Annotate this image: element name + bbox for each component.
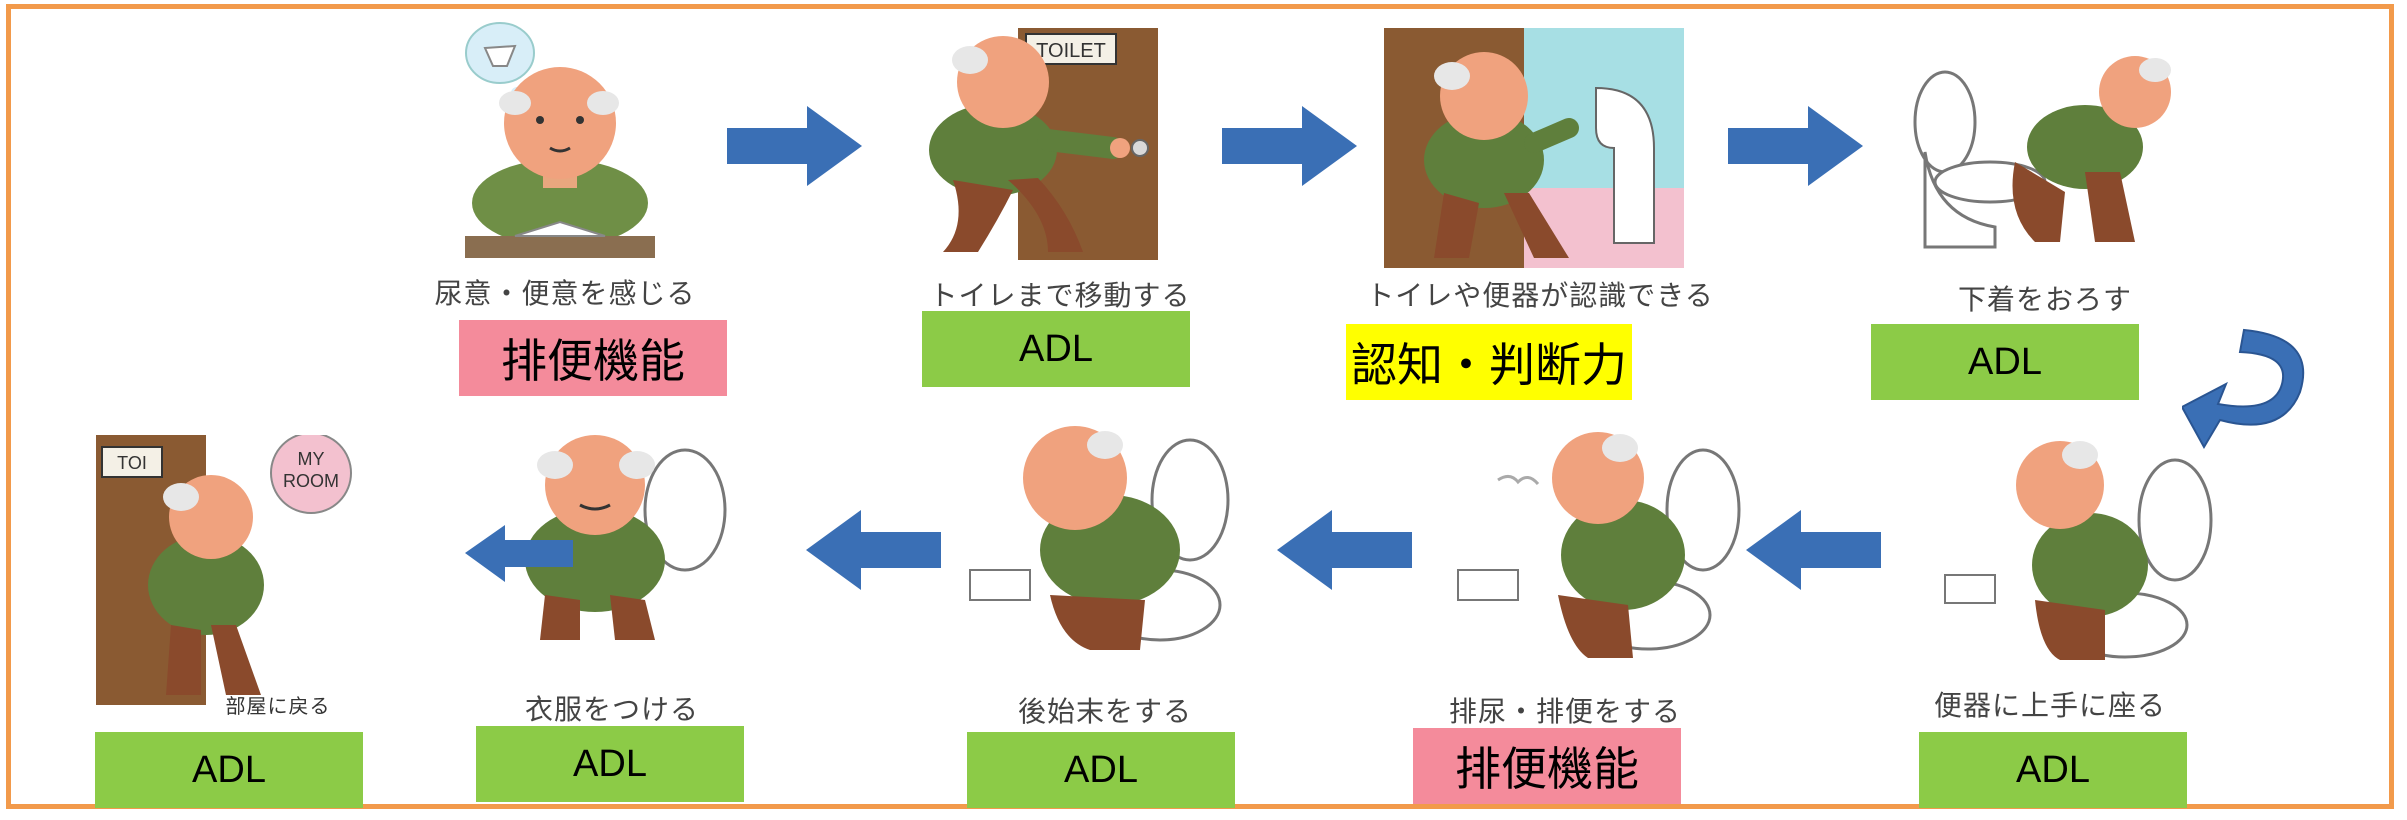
my-room-text-2: ROOM xyxy=(283,471,339,491)
badge-adl: ADL xyxy=(922,311,1190,387)
scene-put-on-clothes xyxy=(465,435,727,640)
my-room-text-1: MY xyxy=(298,449,325,469)
toilet-door-sign: TOILET xyxy=(1036,40,1106,62)
step-caption: 部屋に戻る xyxy=(225,696,331,718)
badge-adl: ADL xyxy=(476,726,744,802)
step-caption: 便器に上手に座る xyxy=(1933,690,2166,721)
badge-adl: ADL xyxy=(1919,732,2187,808)
scene-feel-urge xyxy=(465,22,655,258)
badge-function: 排便機能 xyxy=(1413,728,1681,804)
arrow-right-2 xyxy=(1222,106,1357,186)
badge-adl: ADL xyxy=(1871,324,2139,400)
scene-return-to-room: TOI MY ROOM xyxy=(96,435,352,705)
badge-adl: ADL xyxy=(967,732,1235,808)
step-caption: 尿意・便意を感じる xyxy=(434,278,696,309)
arrow-left-3 xyxy=(1746,510,1881,590)
scene-excrete xyxy=(1457,432,1741,658)
scene-sit-on-toilet xyxy=(1944,441,2213,660)
step-caption: トイレや便器が認識できる xyxy=(1366,280,1714,311)
step-caption: 後始末をする xyxy=(1017,696,1192,727)
step-caption: 排尿・排便をする xyxy=(1448,696,1681,727)
scene-move-to-toilet: TOILET xyxy=(929,28,1158,260)
toi-door-sign: TOI xyxy=(117,453,147,473)
badge-cognition: 認知・判断力 xyxy=(1346,324,1632,400)
badge-function: 排便機能 xyxy=(459,320,727,396)
badge-adl: ADL xyxy=(95,732,363,808)
arrow-right-1 xyxy=(727,106,862,186)
scene-recognize-toilet xyxy=(1384,28,1684,268)
u-turn-arrow xyxy=(2182,328,2305,450)
step-caption: 下着をおろす xyxy=(1957,284,2132,315)
scene-clean-up xyxy=(969,426,1230,650)
scene-lower-underwear xyxy=(1913,56,2171,249)
arrow-left-1 xyxy=(806,510,941,590)
arrow-left-2 xyxy=(1277,510,1412,590)
step-caption: トイレまで移動する xyxy=(929,280,1191,311)
arrow-right-3 xyxy=(1728,106,1863,186)
step-caption: 衣服をつける xyxy=(524,694,699,725)
